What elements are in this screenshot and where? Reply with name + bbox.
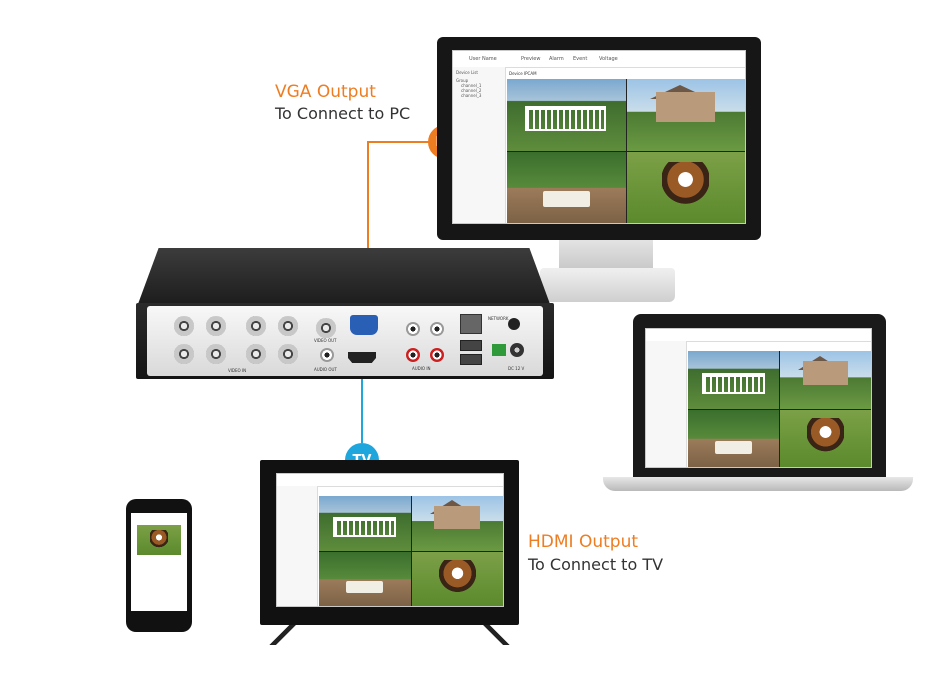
audio-out-label: AUDIO OUT <box>314 367 337 372</box>
vga-port[interactable] <box>350 315 378 335</box>
bnc-video-in-7[interactable] <box>246 344 266 364</box>
hdmi-port[interactable] <box>348 352 376 363</box>
network-port[interactable] <box>460 314 482 334</box>
usb-port-1[interactable] <box>460 340 482 351</box>
camera-view-deck[interactable] <box>507 79 626 151</box>
app-titlebar: User Name Preview Alarm Event Voltage <box>453 51 745 68</box>
rca-audio-in-3[interactable] <box>406 348 420 362</box>
camera-view-deck[interactable] <box>319 496 411 551</box>
bnc-video-in-8[interactable] <box>278 344 298 364</box>
bnc-video-in-2[interactable] <box>206 316 226 336</box>
bnc-video-in-1[interactable] <box>174 316 194 336</box>
laptop-app-window <box>645 328 872 468</box>
laptop-camera-grid <box>688 351 871 467</box>
device-label: Device IPCAM <box>509 71 537 76</box>
tree-channel-3[interactable]: channel_3 <box>461 93 482 98</box>
camera-view-dog[interactable] <box>411 551 503 606</box>
vga-output-title: VGA Output <box>275 82 376 102</box>
phone-screen <box>131 513 187 611</box>
usb-port-2[interactable] <box>460 354 482 365</box>
video-in-label: VIDEO IN <box>228 368 247 373</box>
dc-label: DC 12 V <box>508 366 525 371</box>
camera-grid <box>507 79 745 223</box>
tab-voltage[interactable]: Voltage <box>599 56 618 62</box>
rca-audio-in-1[interactable] <box>406 322 420 336</box>
rca-audio-in-2[interactable] <box>430 322 444 336</box>
tv-app-window <box>276 473 504 607</box>
tv-stand-left <box>262 625 302 645</box>
tree-channel-2[interactable]: channel_2 <box>461 88 482 93</box>
tv-camera-grid <box>319 496 503 606</box>
bnc-video-in-6[interactable] <box>206 344 226 364</box>
camera-view-patio[interactable] <box>688 409 779 467</box>
vga-output-subtitle: To Connect to PC <box>275 104 411 123</box>
monitor-app-window: User Name Preview Alarm Event Voltage De… <box>452 50 746 224</box>
rca-audio-out[interactable] <box>320 348 334 362</box>
tree-group[interactable]: Group <box>456 78 469 83</box>
rs485-terminal[interactable] <box>492 344 506 356</box>
app-sidebar: Device List Group channel_1 channel_2 ch… <box>453 67 506 223</box>
tv-stand-right <box>477 625 517 645</box>
bnc-video-out[interactable] <box>316 318 336 338</box>
tree-channel-1[interactable]: channel_1 <box>461 83 482 88</box>
bnc-video-in-5[interactable] <box>174 344 194 364</box>
rca-audio-in-4[interactable] <box>430 348 444 362</box>
dvr-rear-panel <box>147 306 543 376</box>
audio-in-label: AUDIO IN <box>412 366 431 371</box>
phone-camera-view[interactable] <box>137 525 181 555</box>
reset-button[interactable] <box>508 318 520 330</box>
camera-view-patio[interactable] <box>507 151 626 223</box>
tree-device-list[interactable]: Device List <box>456 70 478 75</box>
hdmi-output-title: HDMI Output <box>528 532 639 552</box>
tab-alarm[interactable]: Alarm <box>549 56 564 62</box>
monitor-neck <box>559 240 653 270</box>
camera-view-deck[interactable] <box>688 351 779 409</box>
bnc-video-in-3[interactable] <box>246 316 266 336</box>
camera-view-house[interactable] <box>411 496 503 551</box>
tab-preview[interactable]: Preview <box>521 56 541 62</box>
camera-view-house[interactable] <box>780 351 871 409</box>
camera-view-house[interactable] <box>626 79 745 151</box>
camera-view-patio[interactable] <box>319 551 411 606</box>
dc-power-jack[interactable] <box>510 343 524 357</box>
camera-view-dog[interactable] <box>780 409 871 467</box>
monitor-base <box>540 268 675 302</box>
video-out-label: VIDEO OUT <box>314 338 337 343</box>
network-label: NETWORK <box>488 316 509 321</box>
dvr-top-cover <box>138 248 550 304</box>
bnc-video-in-4[interactable] <box>278 316 298 336</box>
hdmi-output-subtitle: To Connect to TV <box>528 555 664 574</box>
camera-view-dog[interactable] <box>626 151 745 223</box>
app-title: User Name <box>469 56 497 62</box>
laptop-base <box>603 477 913 491</box>
tab-event[interactable]: Event <box>573 56 588 62</box>
